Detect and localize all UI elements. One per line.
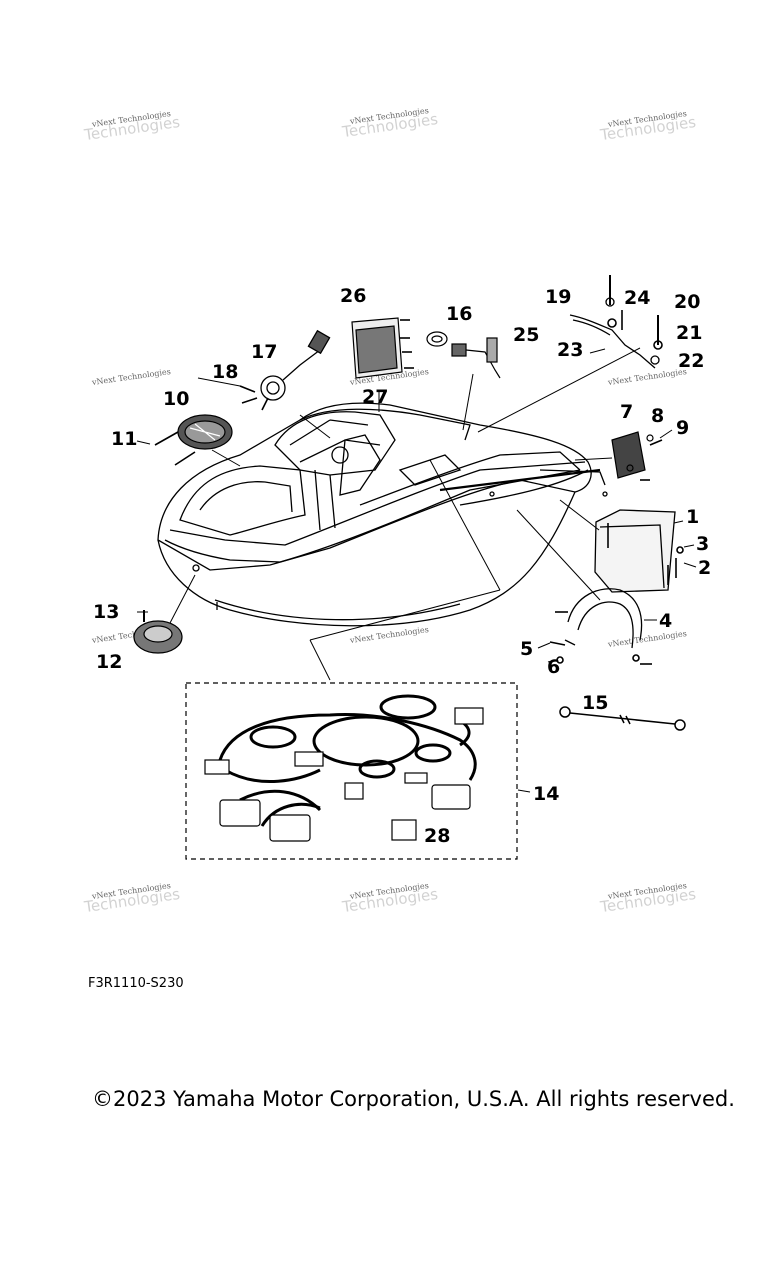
switch-block-part bbox=[611, 431, 654, 479]
callout-2: 2 bbox=[698, 557, 711, 579]
callout-5: 5 bbox=[520, 638, 533, 660]
callout-12: 12 bbox=[96, 651, 122, 673]
callout-26: 26 bbox=[340, 285, 366, 307]
bracket-part bbox=[564, 588, 643, 649]
callout-7: 7 bbox=[620, 401, 633, 423]
light-part bbox=[133, 610, 183, 654]
callout-9: 9 bbox=[676, 417, 689, 439]
callout-10: 10 bbox=[163, 388, 189, 410]
callout-11: 11 bbox=[111, 428, 137, 450]
callout-28: 28 bbox=[424, 825, 450, 847]
callout-17: 17 bbox=[251, 341, 277, 363]
watermarks: Technologies vNext Technologies Technolo… bbox=[82, 106, 697, 916]
callout-18: 18 bbox=[212, 361, 238, 383]
ecu-panel-part bbox=[351, 317, 403, 379]
callout-24: 24 bbox=[624, 287, 650, 309]
callouts: 1 2 3 4 5 6 7 8 9 10 11 12 13 14 15 16 1… bbox=[93, 285, 711, 847]
wire-harness-group bbox=[185, 682, 518, 860]
module-box-part bbox=[594, 509, 676, 593]
callout-15: 15 bbox=[582, 692, 608, 714]
sensor-part bbox=[451, 337, 501, 379]
callout-8: 8 bbox=[651, 405, 664, 427]
watermark-text: vNext Technologies bbox=[606, 629, 687, 649]
watermark-text: vNext Technologies bbox=[348, 625, 429, 645]
callout-13: 13 bbox=[93, 601, 119, 623]
gauge-part bbox=[260, 329, 331, 401]
hand-rail-part bbox=[569, 275, 660, 369]
callout-3: 3 bbox=[696, 533, 709, 555]
callout-27: 27 bbox=[362, 386, 388, 408]
diagram-code: F3R1110-S230 bbox=[88, 976, 184, 991]
callout-6: 6 bbox=[547, 656, 560, 678]
callout-ticks bbox=[136, 348, 697, 663]
callout-14: 14 bbox=[533, 783, 559, 805]
fasteners bbox=[154, 310, 684, 665]
callout-20: 20 bbox=[674, 291, 700, 313]
callout-25: 25 bbox=[513, 324, 539, 346]
callout-1: 1 bbox=[686, 506, 699, 528]
leader-lines bbox=[169, 347, 641, 793]
callout-16: 16 bbox=[446, 303, 472, 325]
cable-part bbox=[559, 706, 686, 731]
grommet-part bbox=[426, 331, 448, 347]
watermark-text: vNext Technologies bbox=[90, 367, 171, 387]
watermark-text: vNext Technologies bbox=[606, 367, 687, 387]
callout-21: 21 bbox=[676, 322, 702, 344]
copyright-notice: ©2023 Yamaha Motor Corporation, U.S.A. A… bbox=[92, 1087, 735, 1111]
callout-23: 23 bbox=[557, 339, 583, 361]
callout-4: 4 bbox=[659, 610, 672, 632]
speaker-part bbox=[177, 414, 233, 450]
callout-22: 22 bbox=[678, 350, 704, 372]
callout-19: 19 bbox=[545, 286, 571, 308]
